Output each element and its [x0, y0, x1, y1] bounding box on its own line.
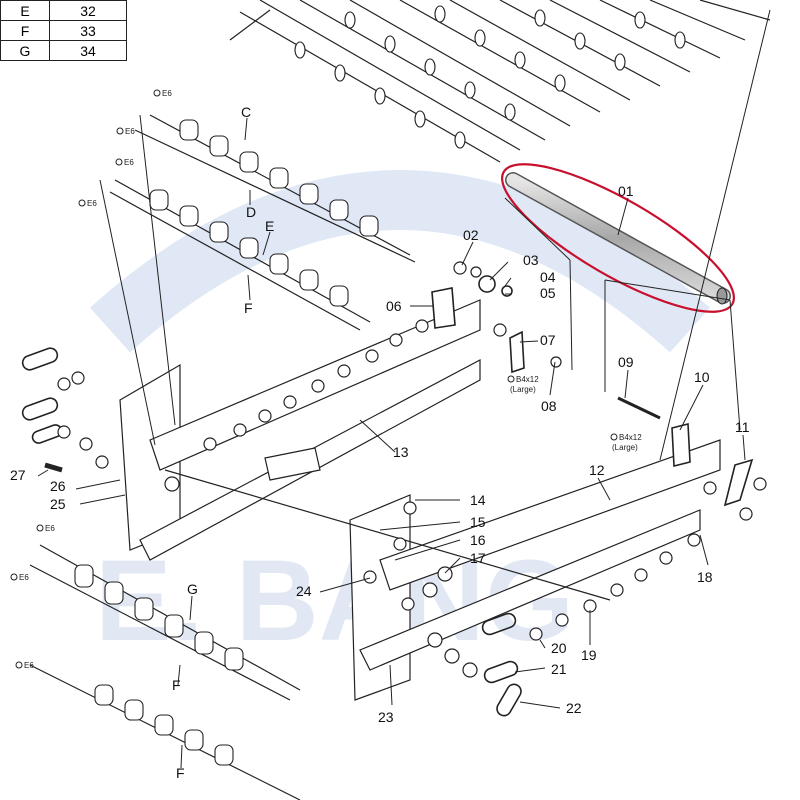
part-label-02: 02 — [463, 227, 479, 243]
e-ring-note: E6 — [36, 524, 55, 533]
leader-lines — [37, 9, 771, 769]
part-label-06: 06 — [386, 298, 402, 314]
part-label-13: 13 — [393, 444, 409, 460]
e-ring-label: E6 — [45, 524, 55, 533]
fastener-notes: E6 E6 E6 E6 E6 E6 E6 B4x12 (Large — [10, 89, 642, 670]
small-parts — [21, 275, 754, 717]
screw-size-label: (Large) — [510, 385, 536, 394]
highlighted-roller-01 — [501, 163, 735, 313]
part-label-24: 24 — [296, 583, 312, 599]
part-label-05: 05 — [540, 285, 556, 301]
roller-letter-c: C — [241, 104, 251, 120]
roller-letter-d: D — [246, 204, 256, 220]
part-label-01: 01 — [618, 183, 634, 199]
part-label-14: 14 — [470, 492, 486, 508]
roller-letter-f: F — [176, 765, 185, 781]
legend-value: 34 — [49, 40, 127, 61]
upper-roller-shafts — [229, 0, 771, 163]
legend-row: G 34 — [0, 40, 127, 61]
e-ring-note: E6 — [10, 573, 29, 582]
part-label-11: 11 — [735, 419, 750, 435]
roller-letter-f: F — [172, 677, 181, 693]
e-ring-label: E6 — [24, 661, 34, 670]
watermark-arc — [89, 170, 711, 353]
part-label-27: 27 — [10, 467, 26, 483]
roller-letters: C D E F G F F — [172, 104, 274, 781]
legend-row: F 33 — [0, 20, 127, 41]
part-label-21: 21 — [551, 661, 567, 677]
e-ring-label: E6 — [125, 127, 135, 136]
part-label-15: 15 — [470, 514, 486, 530]
part-label-18: 18 — [697, 569, 713, 585]
gears — [57, 261, 767, 678]
e-ring-note: E6 — [115, 158, 134, 167]
part-label-08: 08 — [541, 398, 557, 414]
mid-roller-tires — [149, 119, 379, 307]
screw-label: B4x12 — [516, 375, 539, 384]
screw-note: B4x12 (Large) — [610, 433, 642, 452]
part-label-22: 22 — [566, 700, 582, 716]
part-label-03: 03 — [523, 252, 539, 268]
part-label-16: 16 — [470, 532, 486, 548]
e-ring-label: E6 — [87, 199, 97, 208]
part-label-09: 09 — [618, 354, 634, 370]
part-label-19: 19 — [581, 647, 597, 663]
roller-letter-f: F — [244, 300, 253, 316]
e-ring-note: E6 — [153, 89, 172, 98]
e-ring-label: E6 — [19, 573, 29, 582]
part-label-25: 25 — [50, 496, 66, 512]
legend-table: E 32 F 33 G 34 — [0, 0, 127, 61]
part-label-26: 26 — [50, 478, 66, 494]
legend-value: 33 — [49, 20, 127, 41]
highlight-ellipse — [501, 163, 735, 313]
part-labels: 01 02 03 04 05 06 07 08 09 10 11 12 13 1… — [10, 183, 750, 725]
legend-value: 32 — [49, 0, 127, 21]
roller-letter-e: E — [265, 218, 274, 234]
screw-size-label: (Large) — [612, 443, 638, 452]
e-ring-note: E6 — [116, 127, 135, 136]
lower-roller-tires — [74, 564, 244, 766]
part-label-12: 12 — [589, 462, 605, 478]
part-label-20: 20 — [551, 640, 567, 656]
part-label-10: 10 — [694, 369, 710, 385]
e-ring-note: E6 — [15, 661, 34, 670]
e-ring-label: E6 — [162, 89, 172, 98]
upper-roller-wheels — [294, 5, 686, 149]
part-label-04: 04 — [540, 269, 556, 285]
screw-label: B4x12 — [619, 433, 642, 442]
screw-note: B4x12 (Large) — [507, 375, 539, 394]
legend-row: E 32 — [0, 0, 127, 21]
part-label-17: 17 — [470, 550, 486, 566]
part-label-23: 23 — [378, 709, 394, 725]
e-ring-label: E6 — [124, 158, 134, 167]
roller-letter-g: G — [187, 581, 198, 597]
part-label-07: 07 — [540, 332, 556, 348]
e-ring-note: E6 — [78, 199, 97, 208]
